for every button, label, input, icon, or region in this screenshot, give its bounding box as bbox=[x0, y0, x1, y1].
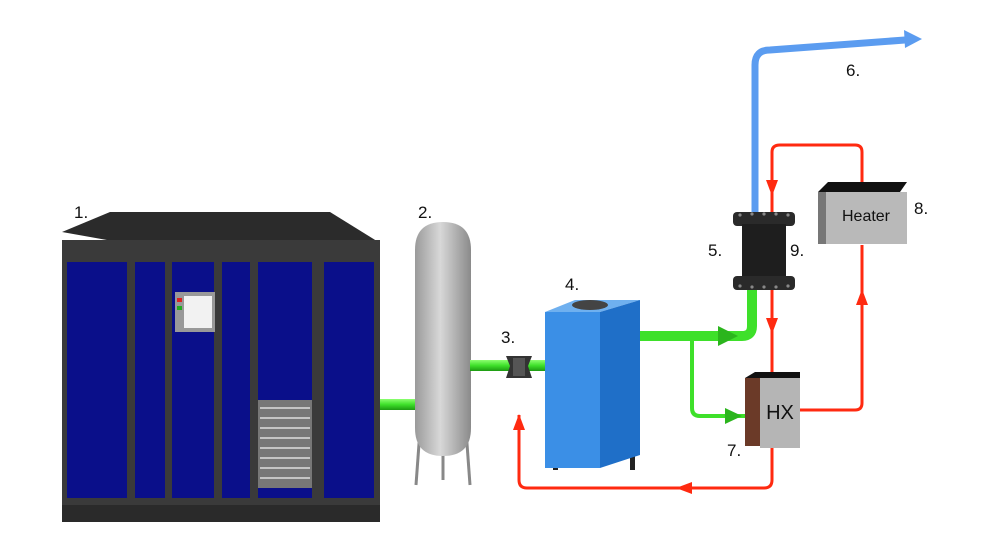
column-vessel bbox=[733, 212, 795, 290]
air-receiver-tank bbox=[414, 222, 472, 486]
label-3: 3. bbox=[501, 328, 515, 347]
blue-pipe bbox=[751, 36, 906, 214]
label-8: 8. bbox=[914, 199, 928, 218]
dryer-unit bbox=[545, 300, 640, 470]
flow-arrow-icon bbox=[676, 482, 692, 494]
green-pipe bbox=[380, 399, 416, 410]
label-2: 2. bbox=[418, 203, 432, 222]
green-pipe bbox=[470, 360, 548, 371]
label-4: 4. bbox=[565, 275, 579, 294]
flow-arrow-icon bbox=[725, 408, 742, 424]
green-pipe bbox=[640, 290, 757, 341]
green-pipe bbox=[690, 336, 748, 418]
control-cabinet bbox=[62, 212, 380, 522]
flow-arrow-icon bbox=[856, 289, 868, 305]
flow-arrow-icon bbox=[718, 326, 738, 346]
heat-exchanger: HX bbox=[745, 372, 800, 448]
filter bbox=[506, 356, 532, 378]
label-1: 1. bbox=[74, 203, 88, 222]
flow-arrow-icon bbox=[766, 318, 778, 334]
hx-label: HX bbox=[766, 402, 794, 424]
heater-label: Heater bbox=[842, 208, 891, 225]
flow-arrow-icon bbox=[904, 30, 922, 48]
flow-arrow-icon bbox=[513, 414, 525, 430]
label-7: 7. bbox=[727, 441, 741, 460]
label-9: 9. bbox=[790, 241, 804, 260]
flow-arrow-icon bbox=[766, 180, 778, 196]
label-5: 5. bbox=[708, 241, 722, 260]
label-6: 6. bbox=[846, 61, 860, 80]
heater: Heater bbox=[818, 182, 907, 244]
